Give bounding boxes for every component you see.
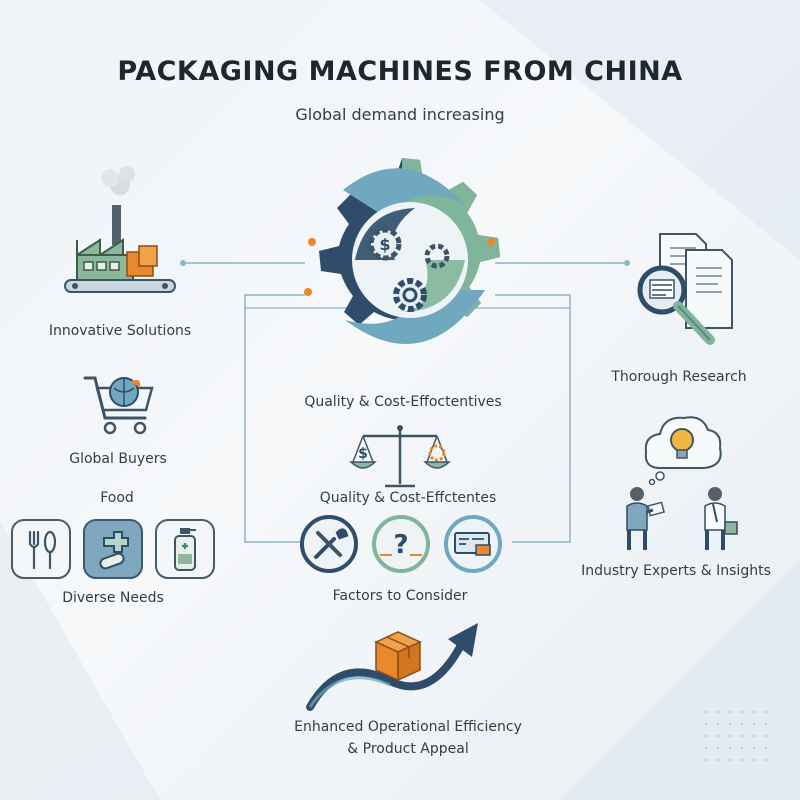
question-icon: ?	[372, 515, 430, 573]
efficiency-label: Enhanced Operational Efficiency & Produc…	[294, 716, 522, 760]
shopping-cart-globe-icon	[83, 376, 154, 435]
factors-label: Factors to Consider	[332, 588, 468, 604]
global-buyers-label: Global Buyers	[69, 451, 167, 467]
package-icon	[374, 631, 422, 682]
efficiency-line2: & Product Appeal	[347, 741, 469, 757]
page-title: PACKAGING MACHINES FROM CHINA	[117, 56, 683, 87]
scale-icon: $	[349, 425, 451, 488]
svg-text:?: ?	[393, 530, 408, 560]
factory-icon	[64, 166, 176, 293]
growth-arrow-icon	[306, 623, 478, 711]
quality-cost-label-top: Quality & Cost-Effoctentives	[304, 394, 502, 410]
efficiency-line1: Enhanced Operational Efficiency	[294, 719, 522, 735]
utensils-icon	[11, 519, 71, 579]
svg-text:$: $	[358, 446, 368, 462]
quality-cost-label-scale: Quality & Cost-Effctentes	[319, 490, 497, 506]
wrench-icon	[300, 515, 358, 573]
gear-cycle-icon: $	[304, 158, 500, 344]
food-label: Food	[100, 490, 134, 506]
lightbulb-cloud-icon	[644, 416, 722, 485]
page-subtitle: Global demand increasing	[295, 105, 505, 124]
svg-text:$: $	[379, 235, 390, 254]
diverse-needs-label: Diverse Needs	[62, 590, 164, 606]
innovative-solutions-label: Innovative Solutions	[48, 323, 192, 339]
experts-icon	[626, 487, 738, 550]
document-magnifier-icon	[637, 233, 733, 345]
experts-label: Industry Experts & Insights	[581, 563, 771, 579]
thorough-research-label: Thorough Research	[611, 369, 747, 385]
bottle-icon	[155, 519, 215, 579]
medical-icon	[83, 519, 143, 579]
dashboard-icon	[444, 515, 502, 573]
